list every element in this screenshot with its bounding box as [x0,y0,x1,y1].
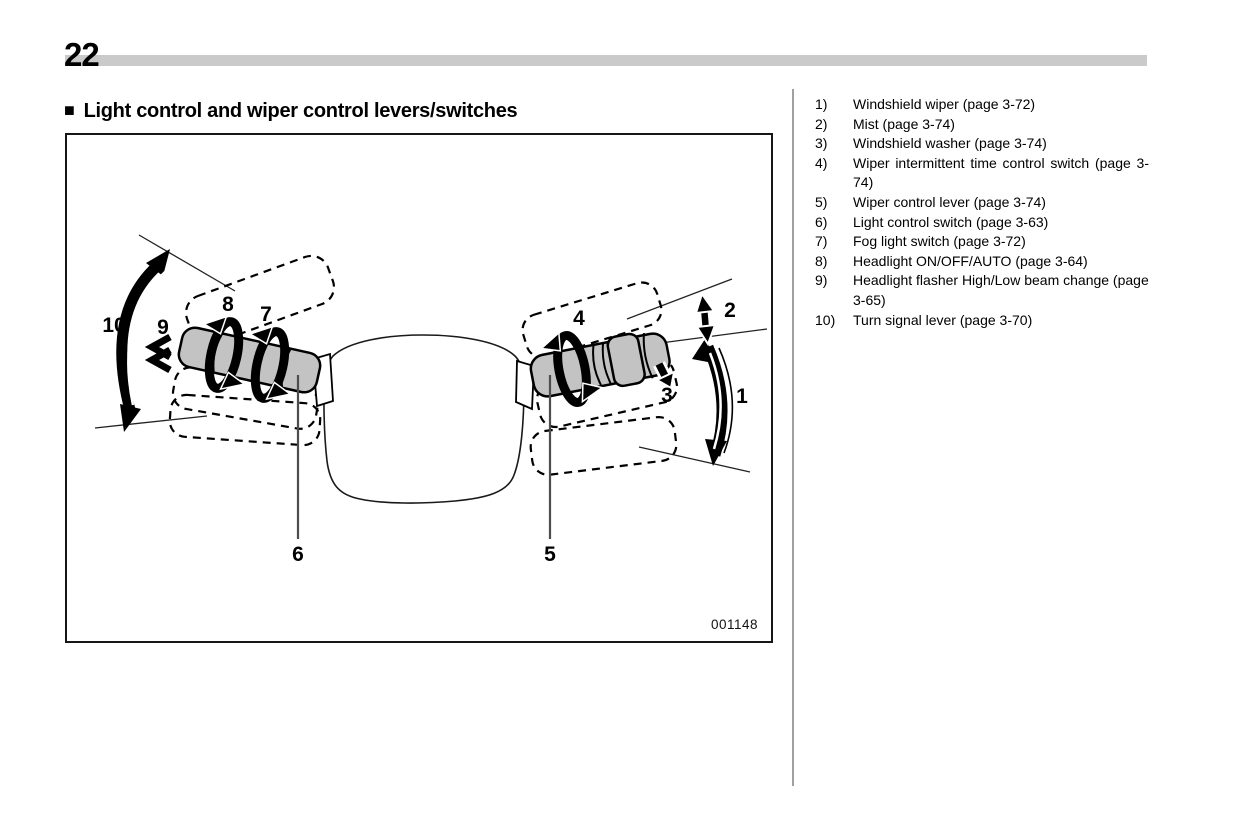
legend-item: 9) Headlight flasher High/Low beam chang… [815,271,1149,310]
callout-2: 2 [724,299,736,322]
legend-item-number: 2) [815,115,828,132]
figure-box: 10 9 8 7 4 2 3 1 6 5 001148 [65,133,773,643]
mist-up-arrow [694,291,717,347]
callout-3: 3 [661,384,673,407]
legend-item: 4) Wiper intermittent time control switc… [815,154,1149,193]
section-title: Light control and wiper control levers/s… [83,100,518,122]
legend-item-number: 4) [815,154,828,171]
figure-code: 001148 [710,617,758,632]
header-rule [65,55,1147,66]
legend-item: 6) Light control switch (page 3-63) [815,213,1149,233]
callout-labels: 10 9 8 7 4 2 3 1 6 5 [102,293,748,566]
callout-1: 1 [736,385,748,408]
column-divider [792,89,794,786]
callout-leader-lines [296,375,552,539]
legend-item-text: Headlight ON/OFF/AUTO (page 3-64) [853,252,1088,269]
legend-item: 1) Windshield wiper (page 3-72) [815,95,1149,115]
legend-item: 2) Mist (page 3-74) [815,115,1149,135]
legend-item: 7) Fog light switch (page 3-72) [815,232,1149,252]
legend-item-text: Mist (page 3-74) [853,115,955,132]
callout-4: 4 [573,307,585,330]
callout-6: 6 [292,543,304,566]
legend-item-number: 10) [815,311,836,328]
legend-item: 5) Wiper control lever (page 3-74) [815,193,1149,213]
section-bullet-icon: ■ [64,100,75,120]
legend-item: 10) Turn signal lever (page 3-70) [815,311,1149,331]
steering-column [323,334,525,504]
legend-item-text: Windshield washer (page 3-74) [853,135,1047,152]
legend-item-number: 1) [815,96,828,112]
turn-signal-swing-arrow [116,249,170,432]
intermittent-ring-4-icon [539,331,604,407]
legend-item: 8) Headlight ON/OFF/AUTO (page 3-64) [815,252,1149,272]
legend-item-text: Windshield wiper (page 3-72) [853,96,1036,112]
legend-item-text: Fog light switch (page 3-72) [853,233,1026,250]
callout-9: 9 [157,316,169,339]
wiper-swing-arrow [692,336,734,466]
light-control-lever [177,326,322,394]
legend-item-number: 6) [815,213,828,230]
legend-item-text: Wiper intermittent time control switch (… [853,154,1149,191]
callout-8: 8 [222,293,234,316]
fog-light-ring-7-icon [248,325,292,403]
washer-push-arrow [653,361,676,390]
diagram-svg: 10 9 8 7 4 2 3 1 6 5 [94,234,768,566]
section-heading: ■ Light control and wiper control levers/… [64,100,518,123]
legend-item-text: Light control switch (page 3-63) [853,213,1049,230]
legend-item-number: 3) [815,135,828,152]
legend-item-number: 9) [815,272,828,289]
callout-10: 10 [102,314,125,337]
callout-7: 7 [260,303,272,326]
callout-5: 5 [544,543,556,566]
legend-item-text: Headlight flasher High/Low beam change (… [853,272,1149,308]
legend-item-number: 7) [815,233,828,250]
right-lever-mount [515,359,535,411]
legend-item-number: 8) [815,252,828,269]
legend-item-number: 5) [815,193,828,210]
flasher-pull-chevron-icon [144,333,172,374]
legend-item-text: Turn signal lever (page 3-70) [853,311,1033,328]
legend-list: 1) Windshield wiper (page 3-72) 2) Mist … [815,95,1149,330]
legend-item-text: Wiper control lever (page 3-74) [853,193,1046,210]
page-number: 22 [64,36,100,73]
headlight-ring-8-icon [202,315,246,393]
legend-item: 3) Windshield washer (page 3-74) [815,134,1149,154]
